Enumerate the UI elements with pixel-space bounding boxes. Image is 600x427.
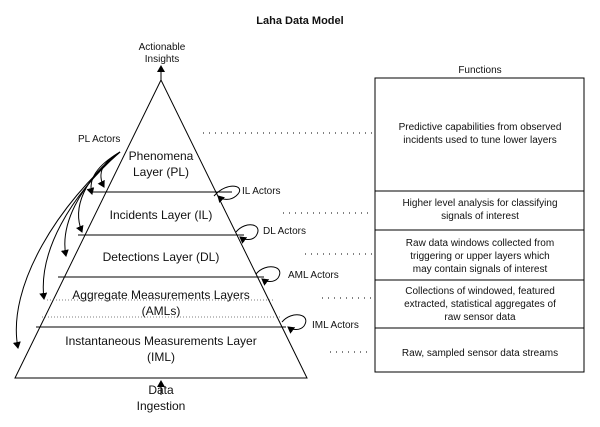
- top-label-line-1: Actionable: [139, 42, 186, 53]
- function-pl: Predictive capabilities from observed in…: [399, 122, 562, 146]
- pl-arrow-to-iml: [12, 151, 121, 349]
- pyramid-outline: [14, 78, 308, 379]
- function-pl-line-2: incidents used to tune lower layers: [403, 135, 556, 146]
- function-iml-label: Raw, sampled sensor data streams: [402, 348, 558, 359]
- function-il-line-2: signals of interest: [441, 211, 519, 222]
- layer-pl: Phenomena Layer (PL): [129, 149, 194, 179]
- function-aml-line-2: extracted, statistical aggregates of: [404, 299, 556, 310]
- pl-arrow-to-aml: [39, 151, 121, 300]
- top-label-line-2: Insights: [145, 54, 179, 65]
- function-il: Higher level analysis for classifying si…: [402, 198, 557, 222]
- function-dl: Raw data windows collected from triggeri…: [406, 238, 554, 275]
- data-ingestion-label: Data Ingestion: [137, 383, 186, 413]
- dl-actors-arrow: [235, 224, 259, 244]
- layer-aml-line-2: (AMLs): [142, 304, 181, 318]
- layer-iml: Instantaneous Measurements Layer (IML): [65, 334, 256, 364]
- layer-iml-line-1: Instantaneous Measurements Layer: [65, 334, 256, 348]
- function-dl-line-2: triggering or upper layers which: [410, 251, 550, 262]
- functions-table: [374, 77, 585, 373]
- layer-iml-line-2: (IML): [147, 350, 175, 364]
- functions-header: Functions: [458, 65, 501, 76]
- il-actors-arrow: [213, 185, 241, 204]
- il-actors-label: IL Actors: [242, 186, 281, 197]
- aml-actors-arrow: [255, 266, 281, 286]
- layer-dl-label: Detections Layer (DL): [103, 250, 220, 264]
- pl-arrow-to-dl: [76, 151, 121, 233]
- function-aml-line-1: Collections of windowed, featured: [405, 286, 555, 297]
- layer-il-label: Incidents Layer (IL): [110, 208, 213, 222]
- function-pl-line-1: Predictive capabilities from observed: [399, 122, 562, 133]
- function-il-line-1: Higher level analysis for classifying: [402, 198, 557, 209]
- pl-arrow-to-il-b: [86, 151, 121, 195]
- pl-actors-label: PL Actors: [78, 134, 120, 145]
- dl-actors-label: DL Actors: [263, 226, 306, 237]
- function-aml-line-3: raw sensor data: [444, 312, 516, 323]
- function-dl-line-3: may contain signals of interest: [413, 264, 548, 275]
- aml-actors-label: AML Actors: [288, 270, 339, 281]
- layer-pl-line-2: Layer (PL): [133, 165, 189, 179]
- bottom-label-line-1: Data: [148, 383, 174, 397]
- diagram-title: Laha Data Model: [256, 15, 343, 27]
- bottom-label-line-2: Ingestion: [137, 399, 186, 413]
- layer-aml: Aggregate Measurements Layers (AMLs): [72, 288, 249, 318]
- function-aml: Collections of windowed, featured extrac…: [404, 286, 556, 323]
- layer-aml-line-1: Aggregate Measurements Layers: [72, 288, 249, 302]
- iml-actors-arrow: [281, 314, 307, 334]
- iml-actors-label: IML Actors: [312, 320, 359, 331]
- layer-pl-line-1: Phenomena: [129, 149, 194, 163]
- pl-actor-arrows: [12, 151, 121, 349]
- actionable-insights-label: Actionable Insights: [139, 42, 186, 65]
- function-dl-line-1: Raw data windows collected from: [406, 238, 554, 249]
